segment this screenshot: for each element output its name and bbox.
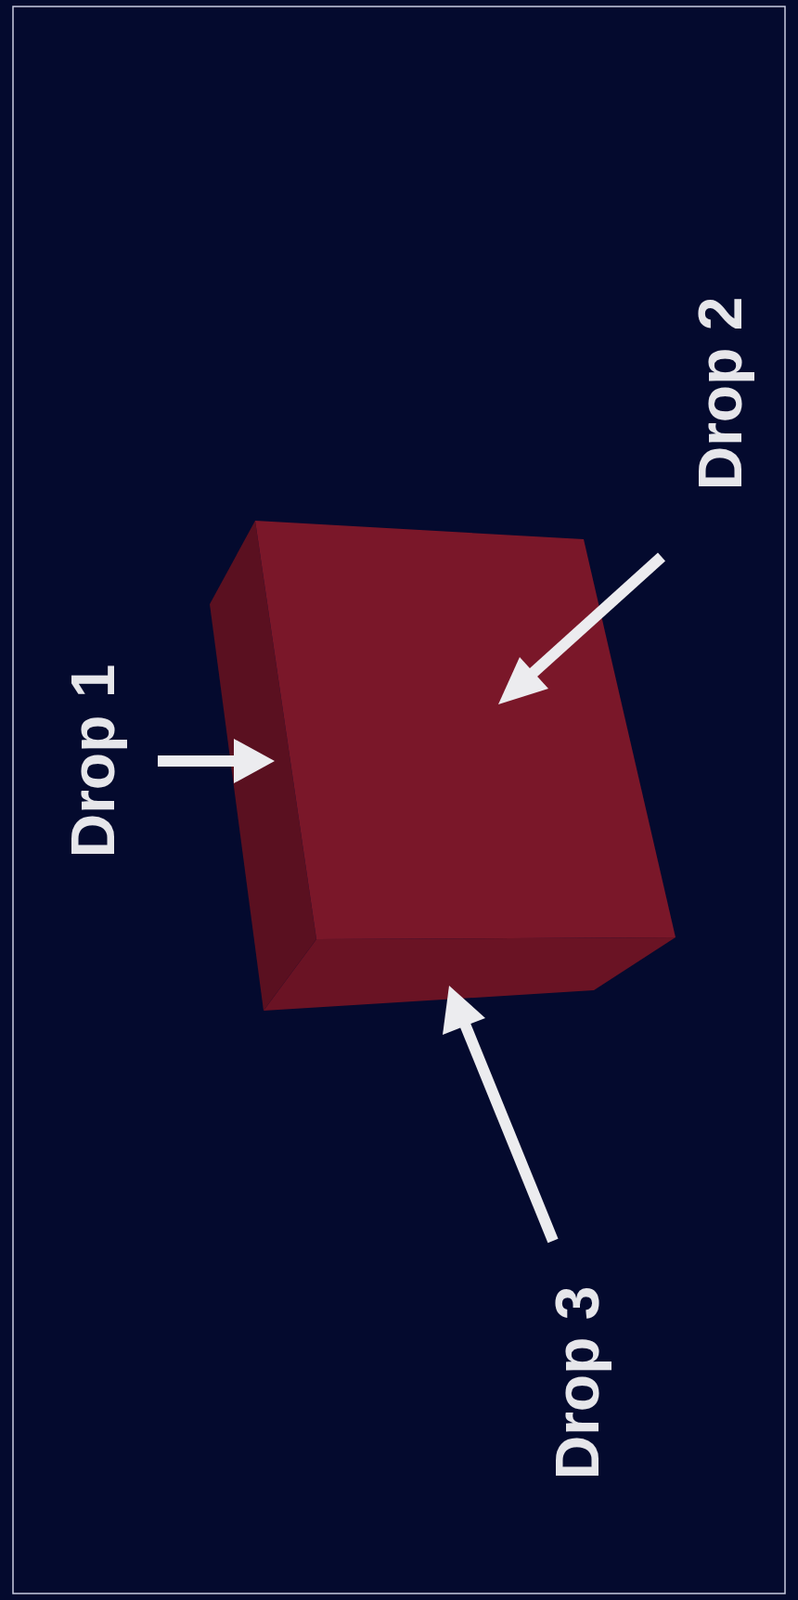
red-block (209, 520, 676, 1011)
arrow-head (498, 656, 549, 705)
drop-arrows (157, 556, 662, 1241)
block-bottom-face (263, 937, 676, 1011)
block-front-face (255, 520, 676, 940)
drop-label: Drop 3 (543, 1285, 612, 1480)
arrow-shaft (528, 556, 662, 677)
arrow-head (442, 985, 486, 1035)
arrow-shaft (157, 755, 240, 767)
drop-label: Drop 2 (686, 296, 755, 490)
arrow-head (233, 738, 275, 784)
arrow-shaft (463, 1021, 554, 1241)
drop-label: Drop 1 (59, 663, 128, 858)
frame-border (12, 6, 786, 1594)
